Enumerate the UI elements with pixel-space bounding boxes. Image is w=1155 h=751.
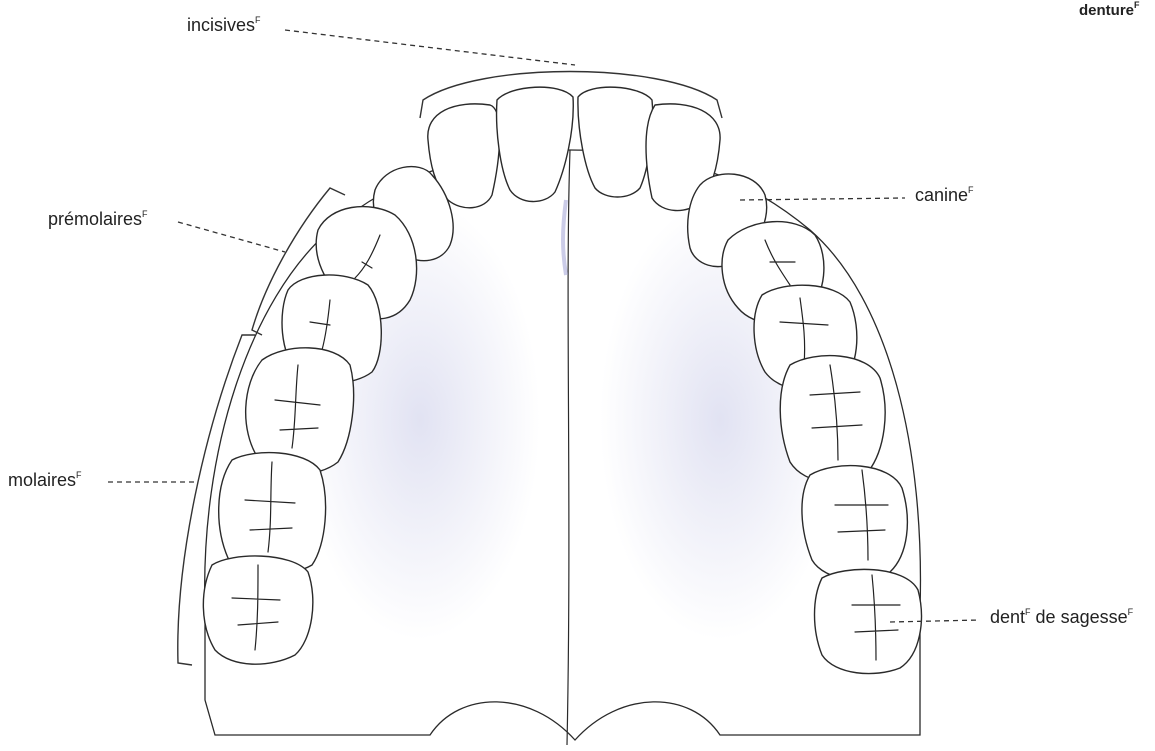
page-heading: dentureF	[1079, 0, 1140, 19]
sagesse-label: dentF de sagesseF	[990, 607, 1134, 627]
molaires-label: molairesF	[8, 470, 82, 490]
premolaires-leader	[178, 222, 285, 252]
incisives-leader	[285, 30, 575, 65]
incisives-label: incisivesF	[187, 15, 261, 35]
tooth-molar-right-2	[802, 466, 907, 580]
canine-label: canineF	[915, 185, 974, 205]
premolaires-label: prémolairesF	[48, 209, 148, 229]
tooth-wisdom-right	[815, 569, 922, 673]
tooth-molar-right-1	[780, 356, 885, 483]
